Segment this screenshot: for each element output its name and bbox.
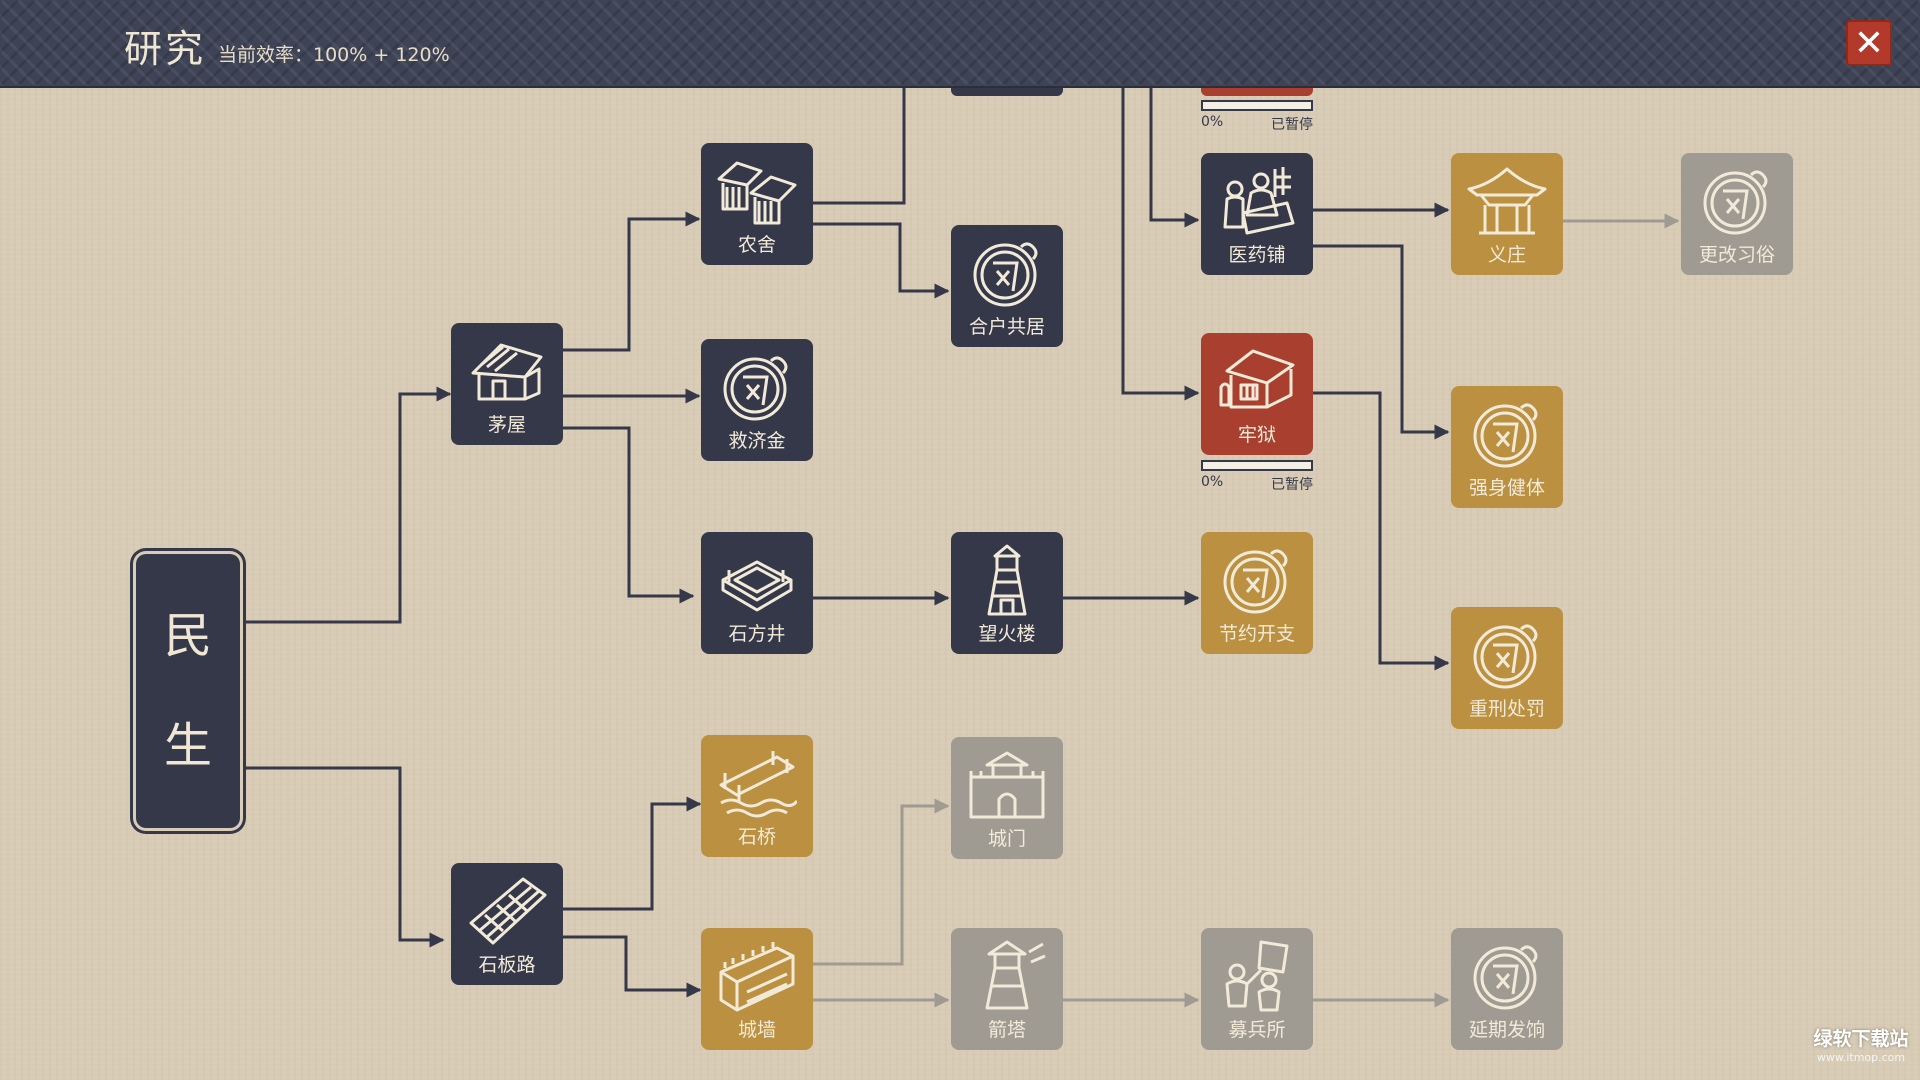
node-maowu[interactable]: 茅屋 <box>451 323 563 445</box>
node-hehugongju[interactable]: 合户共居 <box>951 225 1063 347</box>
node-yiyaopu[interactable]: 医药铺 <box>1201 153 1313 275</box>
offscreen-node-top-left <box>951 86 1063 96</box>
progress-bar <box>1201 100 1313 111</box>
progress-status: 已暂停 <box>1271 117 1313 133</box>
node-shibanlu[interactable]: 石板路 <box>451 863 563 985</box>
node-label: 重刑处罚 <box>1468 698 1545 720</box>
node-label: 箭塔 <box>987 1019 1026 1041</box>
node-yizhuang[interactable]: 义庄 <box>1451 153 1563 275</box>
city-gate-icon <box>969 751 1045 819</box>
node-label: 农舍 <box>737 234 776 256</box>
close-icon: ✕ <box>1853 22 1885 64</box>
node-label: 牢狱 <box>1237 424 1276 446</box>
node-wanghuolou[interactable]: 望火楼 <box>951 532 1063 654</box>
node-mubingsuo[interactable]: 募兵所 <box>1201 928 1313 1050</box>
prison-icon <box>1219 349 1295 409</box>
feng-seal-icon <box>1473 624 1538 689</box>
pharmacy-icon <box>1223 167 1295 235</box>
node-zhongxingchufa[interactable]: 重刑处罚 <box>1451 607 1563 729</box>
node-gaigaixisu[interactable]: 更改习俗 <box>1681 153 1793 275</box>
node-qiangshenjianti[interactable]: 强身健体 <box>1451 386 1563 508</box>
feng-seal-icon <box>1223 549 1288 614</box>
progress-percent: 0% <box>1201 114 1224 130</box>
shrine-icon <box>1467 167 1547 235</box>
root-char-2: 生 <box>163 718 212 774</box>
node-label: 石桥 <box>737 826 776 848</box>
header-bar: 研究 当前效率：100% + 120% ✕ <box>0 0 1920 88</box>
node-label: 募兵所 <box>1228 1019 1286 1041</box>
node-label: 石方井 <box>728 623 786 645</box>
progress-bar <box>1201 460 1313 471</box>
feng-seal-icon <box>1473 945 1538 1010</box>
page-title: 研究 <box>124 27 207 71</box>
node-label: 义庄 <box>1487 244 1526 266</box>
progress-laoyu: 0% 已暂停 <box>1201 460 1313 493</box>
node-shiqiao[interactable]: 石桥 <box>701 735 813 857</box>
node-jiujijin[interactable]: 救济金 <box>701 339 813 461</box>
feng-seal-icon <box>973 242 1038 307</box>
node-label: 强身健体 <box>1468 477 1545 499</box>
offscreen-node-top-right <box>1201 86 1313 96</box>
node-chengmen[interactable]: 城门 <box>951 737 1063 859</box>
node-label: 更改习俗 <box>1698 244 1775 266</box>
recruit-office-icon <box>1225 940 1289 1012</box>
feng-seal-icon <box>1703 170 1768 235</box>
node-label: 延期发饷 <box>1468 1019 1545 1041</box>
node-label: 石板路 <box>478 954 536 976</box>
node-label: 救济金 <box>728 430 786 452</box>
watermark-line2: www.itmop.com <box>1816 1051 1906 1064</box>
thatched-hut-icon <box>471 343 543 401</box>
node-label: 望火楼 <box>978 623 1036 645</box>
node-label: 城墙 <box>737 1019 776 1041</box>
node-jianta[interactable]: 箭塔 <box>951 928 1063 1050</box>
node-nongshe[interactable]: 农舍 <box>701 143 813 265</box>
progress-status: 已暂停 <box>1271 477 1313 493</box>
arrow-tower-icon <box>985 940 1046 1010</box>
progress-top: 0% 已暂停 <box>1201 100 1313 133</box>
node-label: 城门 <box>987 828 1026 850</box>
node-laoyu[interactable]: 牢狱 <box>1201 333 1313 455</box>
node-label: 茅屋 <box>487 414 526 436</box>
feng-seal-icon <box>1473 403 1538 468</box>
node-label: 医药铺 <box>1228 244 1286 266</box>
node-yanqifaxiang[interactable]: 延期发饷 <box>1451 928 1563 1050</box>
farmhouse-icon <box>717 161 797 225</box>
node-shifangjing[interactable]: 石方井 <box>701 532 813 654</box>
node-label: 节约开支 <box>1218 623 1295 645</box>
root-char-1: 民 <box>163 608 212 664</box>
progress-percent: 0% <box>1201 474 1224 490</box>
root-category-minsheng: 民 生 <box>136 554 240 828</box>
stone-bridge-icon <box>719 751 797 818</box>
stone-road-icon <box>469 877 547 945</box>
fire-tower-icon <box>987 544 1027 616</box>
node-label: 合户共居 <box>968 316 1045 338</box>
stone-well-icon <box>721 560 793 612</box>
watermark: 绿软下载站 www.itmop.com <box>1806 1024 1916 1064</box>
feng-seal-icon <box>723 356 788 421</box>
close-button[interactable]: ✕ <box>1846 20 1892 66</box>
node-jieyuekaizhi[interactable]: 节约开支 <box>1201 532 1313 654</box>
city-wall-icon <box>719 942 795 1012</box>
efficiency-text: 当前效率：100% + 120% <box>218 44 450 66</box>
watermark-line1: 绿软下载站 <box>1813 1028 1909 1050</box>
node-chengqiang[interactable]: 城墙 <box>701 928 813 1050</box>
